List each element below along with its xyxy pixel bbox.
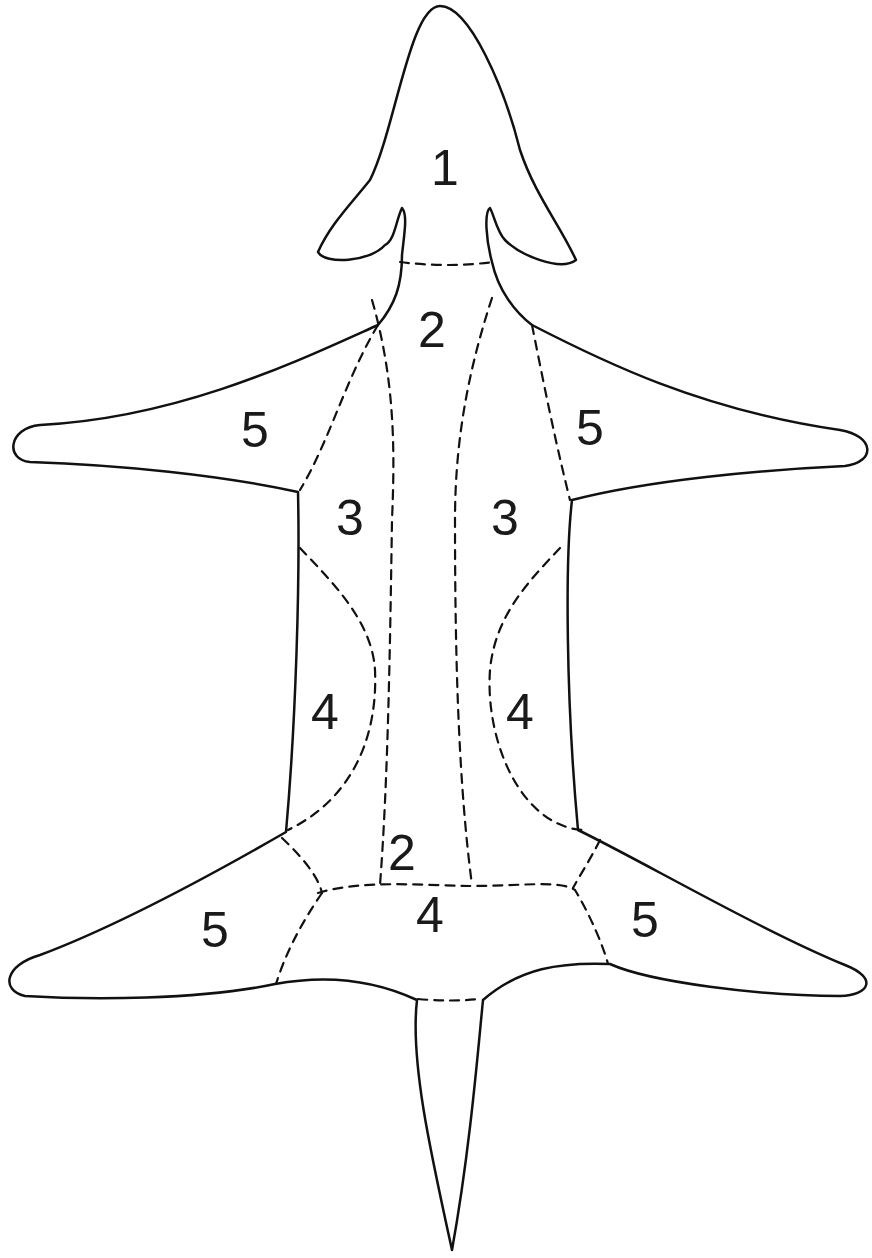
region-number: 5 <box>631 895 659 945</box>
region-number: 4 <box>506 687 534 737</box>
dashed-division <box>455 298 492 885</box>
dashed-division <box>400 262 493 265</box>
dashed-division <box>418 999 480 1001</box>
region-number: 4 <box>416 890 444 940</box>
dashed-division <box>288 548 375 830</box>
region-number: 2 <box>418 305 446 355</box>
dashed-division <box>573 840 600 888</box>
region-number: 2 <box>388 828 416 878</box>
region-number: 5 <box>241 405 269 455</box>
dashed-division <box>276 893 322 984</box>
dashed-division <box>532 325 570 500</box>
pelt-outline <box>9 6 867 1250</box>
dashed-division <box>490 548 582 830</box>
dashed-division <box>372 300 393 885</box>
dashed-division <box>300 325 378 490</box>
dashed-division <box>282 838 322 893</box>
region-number: 5 <box>576 403 604 453</box>
region-number: 1 <box>431 143 459 193</box>
dashed-division <box>318 884 608 964</box>
region-number: 4 <box>311 687 339 737</box>
region-number: 3 <box>336 493 364 543</box>
region-number: 3 <box>491 493 519 543</box>
region-number: 5 <box>201 905 229 955</box>
